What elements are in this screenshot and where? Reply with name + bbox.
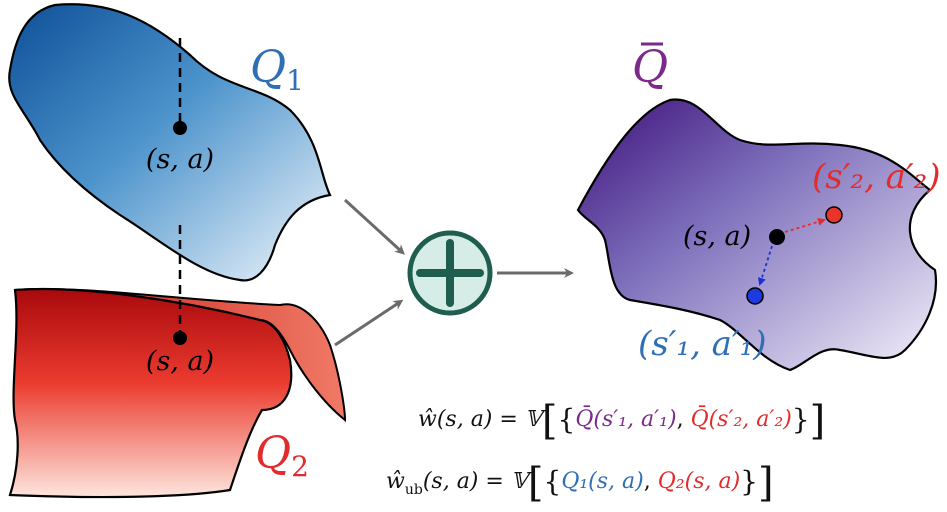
s2a2-label: (s′₂, a′₂) bbox=[812, 157, 941, 197]
arrow-q2-to-plus bbox=[334, 299, 404, 347]
s1a1-label: (s′₁, a′₁) bbox=[638, 324, 767, 364]
combine-plus-icon bbox=[407, 230, 493, 316]
qbar-point-label: (s, a) bbox=[683, 221, 751, 252]
q1-point-label: (s, a) bbox=[146, 144, 214, 175]
q2-label: Q2 bbox=[255, 428, 309, 483]
arrow-to-s2a2 bbox=[784, 217, 826, 233]
s1a1-point bbox=[746, 287, 764, 305]
q2-surface bbox=[8, 287, 293, 499]
formula-w-hat: ŵ(s, a) = 𝕍[{Q̄(s′₁, a′₁), Q̄(s′₂, a′₂)}… bbox=[418, 398, 826, 444]
q1-surface bbox=[8, 3, 332, 282]
qbar-point bbox=[769, 229, 785, 245]
q1-label: Q1 bbox=[250, 42, 304, 97]
q2-point bbox=[173, 331, 187, 345]
arrow-q1-to-plus bbox=[343, 198, 405, 255]
q2-point-label: (s, a) bbox=[146, 346, 214, 377]
q2-surface-back bbox=[14, 288, 347, 423]
q1-point bbox=[173, 121, 187, 135]
arrow-to-s1a1 bbox=[757, 245, 773, 286]
qbar-surface bbox=[576, 98, 938, 372]
formula-w-ub: ŵub(s, a) = 𝕍[{Q₁(s, a), Q₂(s, a)}] bbox=[386, 460, 774, 506]
qbar-label: Q bbox=[632, 42, 668, 93]
s2a2-point bbox=[825, 206, 843, 224]
